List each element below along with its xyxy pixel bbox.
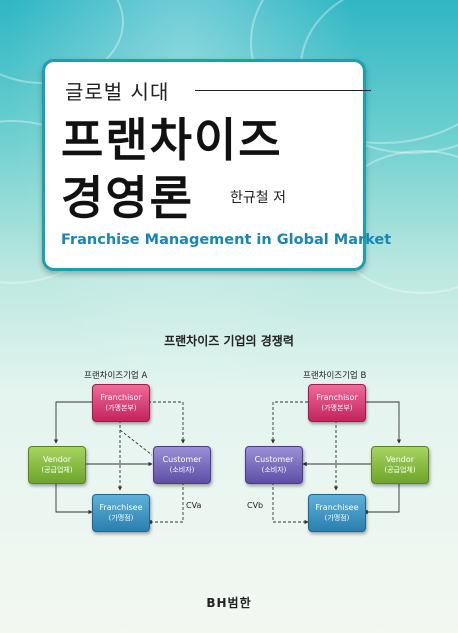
customer-b-sub: (소비자) [261,466,287,474]
vendor-a-sub: (공급업체) [41,466,73,474]
customer-node-a: Customer (소비자) [153,446,211,484]
franchisor-node-b: Franchisor (가맹본부) [308,384,366,422]
diagram-heading: 프랜차이즈 기업의 경쟁력 [164,334,294,348]
vendor-a-name: Vendor [42,455,72,464]
franchisor-node-a: Franchisor (가맹본부) [92,384,150,422]
franchisor-b-name: Franchisor [316,393,358,402]
franchisor-a-name: Franchisor [100,393,142,402]
company-a-label: 프랜차이즈기업 A [84,371,148,381]
subtitle-english: Franchise Management in Global Market [61,232,392,248]
franchisee-b-name: Franchisee [315,503,359,512]
vendor-b-name: Vendor [385,455,415,464]
title-line-1: 프랜차이즈 [61,113,283,167]
vendor-node-a: Vendor (공급업체) [28,446,86,484]
cv-b-label: CVb [247,501,264,510]
publisher-logo: BH범한 [206,596,252,610]
franchisee-a-sub: (가맹점) [108,514,134,522]
franchisor-a-sub: (가맹본부) [105,404,137,412]
franchisee-node-a: Franchisee (가맹점) [92,494,150,532]
title-card: 글로벌 시대 프랜차이즈 경영론 한규철 저 Franchise Managem… [42,59,391,271]
cv-a-label: CVa [186,501,202,510]
vendor-b-sub: (공급업체) [384,466,416,474]
subtitle-korean: 글로벌 시대 [65,80,170,104]
franchisee-node-b: Franchisee (가맹점) [308,494,366,532]
customer-node-b: Customer (소비자) [245,446,303,484]
diagram-left-lines [53,401,186,525]
company-b-label: 프랜차이즈기업 B [303,371,367,381]
franchisee-a-name: Franchisee [99,503,143,512]
diagram-right-lines [270,401,402,525]
customer-a-sub: (소비자) [169,466,195,474]
vendor-node-b: Vendor (공급업체) [371,446,429,484]
franchisee-b-sub: (가맹점) [324,514,350,522]
subtitle-rule [195,90,371,91]
franchisor-b-sub: (가맹본부) [321,404,353,412]
title-line-2: 경영론 [61,171,194,225]
customer-b-name: Customer [254,455,294,464]
customer-a-name: Customer [162,455,202,464]
author: 한규철 저 [230,190,286,206]
